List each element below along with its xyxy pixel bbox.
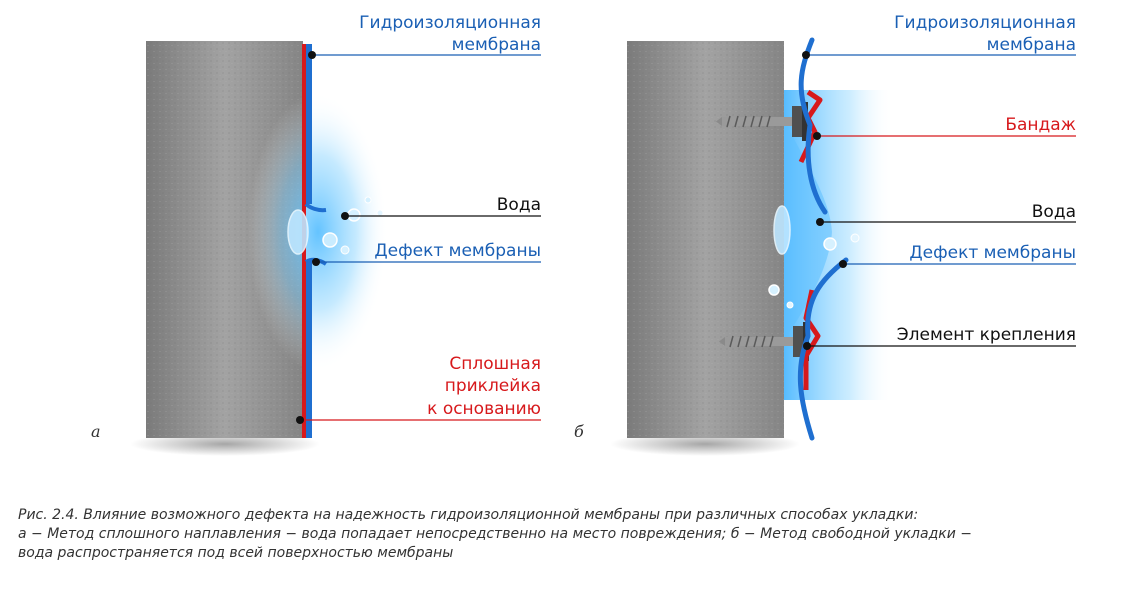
label-membrane-line2: мембрана	[987, 35, 1076, 55]
label-fastener: Элемент крепления	[897, 325, 1076, 345]
leader-lines	[802, 51, 1076, 350]
water-pocket	[784, 120, 832, 340]
membrane-lower	[797, 257, 849, 441]
panel-b: Гидроизоляционная мембрана Бандаж Вода Д…	[574, 13, 1076, 456]
label-adhesion-line1: Сплошная	[449, 354, 541, 374]
panel-letter-a: а	[91, 422, 101, 441]
caption-line-1: Рис. 2.4. Влияние возможного дефекта на …	[18, 507, 919, 523]
label-defect: Дефект мембраны	[909, 243, 1076, 263]
caption-line-2: а − Метод сплошного наплавления − вода п…	[18, 526, 972, 542]
panel-letter-b: б	[574, 422, 584, 441]
membrane-upper	[306, 44, 312, 204]
diagram: Гидроизоляционная мембрана Вода Дефект м…	[91, 13, 1076, 456]
label-membrane-line1: Гидроизоляционная	[359, 13, 541, 33]
label-water: Вода	[1032, 202, 1076, 222]
membrane-lower	[306, 262, 312, 438]
concrete-texture	[627, 41, 784, 438]
leader-lines	[296, 51, 541, 424]
membrane-tear-top	[304, 202, 327, 213]
water-glow	[248, 92, 388, 372]
panel-a: Гидроизоляционная мембрана Вода Дефект м…	[91, 13, 541, 456]
label-membrane-line1: Гидроизоляционная	[894, 13, 1076, 33]
label-adhesion-line3: к основанию	[427, 399, 541, 419]
water-droplets	[287, 196, 384, 255]
label-defect: Дефект мембраны	[374, 241, 541, 261]
label-adhesion-line2: приклейка	[445, 376, 541, 396]
label-membrane-line2: мембрана	[452, 35, 541, 55]
caption-line-3: вода распространяется под всей поверхнос…	[18, 545, 454, 561]
fastener-top	[716, 102, 808, 141]
membrane-upper	[798, 37, 828, 215]
water-droplets	[768, 205, 860, 309]
label-water: Вода	[497, 195, 541, 215]
label-bandage: Бандаж	[1005, 115, 1076, 135]
figure-caption: Рис. 2.4. Влияние возможного дефекта на …	[18, 506, 1118, 563]
